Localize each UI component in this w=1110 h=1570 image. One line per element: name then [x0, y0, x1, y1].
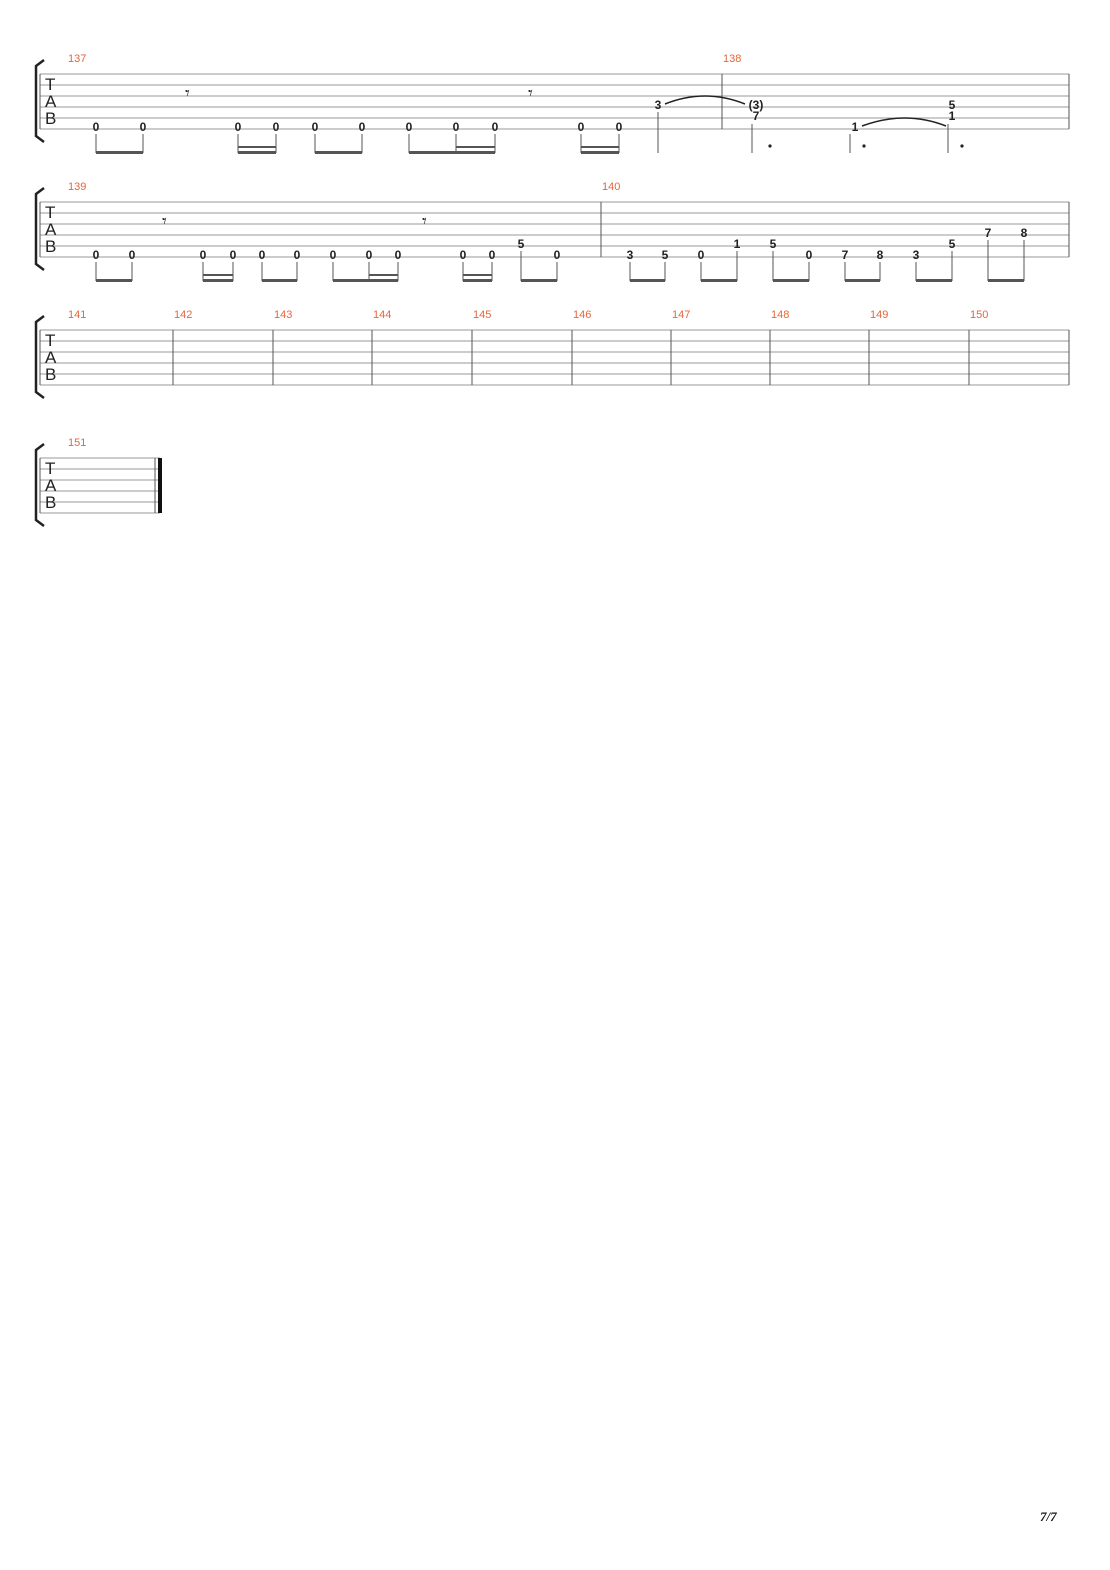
tab-clef-a: A — [45, 92, 57, 111]
tab-clef-t: T — [45, 75, 55, 94]
system-bracket — [34, 315, 45, 399]
measure-number: 138 — [723, 53, 741, 65]
fret-number: 0 — [492, 120, 499, 134]
fret-number: 0 — [395, 248, 402, 262]
measure-number: 146 — [573, 309, 591, 321]
staff-lines — [40, 201, 1069, 258]
dots — [768, 144, 964, 148]
fret-number: 0 — [359, 120, 366, 134]
tab-clef-b: B — [45, 365, 56, 384]
fret-number: 8 — [1021, 226, 1028, 240]
eighth-rest: 𝄾 — [185, 83, 190, 104]
system-1: T A B 137 138 0 0 0 0 0 0 0 0 0 0 0 3 (3… — [34, 53, 1070, 154]
eighth-rest: 𝄾 — [422, 211, 427, 232]
measure-number: 143 — [274, 309, 292, 321]
fret-number: 1 — [852, 120, 859, 134]
system-2: T A B 139 140 0 0 0 0 0 0 0 0 0 0 0 5 0 … — [34, 181, 1070, 282]
fret-number: 0 — [230, 248, 237, 262]
stems-and-beams — [95, 112, 949, 153]
tab-clef-b: B — [45, 493, 56, 512]
fret-number: 0 — [453, 120, 460, 134]
fret-number: 0 — [200, 248, 207, 262]
fret-number: 0 — [93, 248, 100, 262]
tie-arcs — [664, 95, 947, 127]
fret-number: 0 — [806, 248, 813, 262]
barlines — [39, 330, 1070, 385]
fret-number: 0 — [140, 120, 147, 134]
fret-number: 3 — [913, 248, 920, 262]
fret-number: 7 — [985, 226, 992, 240]
fret-number: 0 — [489, 248, 496, 262]
fret-number: 5 — [949, 98, 956, 112]
staff-lines — [40, 457, 160, 514]
fret-number: 5 — [949, 237, 956, 251]
system-3: T A B 141 142 143 144 145 146 147 148 14… — [34, 309, 1070, 399]
tab-clef-b: B — [45, 237, 56, 256]
fret-number: 5 — [518, 237, 525, 251]
fret-number: 0 — [259, 248, 266, 262]
measure-number: 148 — [771, 309, 789, 321]
system-bracket — [34, 443, 45, 527]
tab-clef-t: T — [45, 203, 55, 222]
fret-number: 0 — [312, 120, 319, 134]
measure-number: 137 — [68, 53, 86, 65]
fret-number: 0 — [294, 248, 301, 262]
staff-lines — [40, 329, 1069, 386]
fret-number: 0 — [406, 120, 413, 134]
fret-number: 0 — [460, 248, 467, 262]
measure-number: 142 — [174, 309, 192, 321]
measure-number: 145 — [473, 309, 491, 321]
fret-number: 0 — [330, 248, 337, 262]
measure-number: 150 — [970, 309, 988, 321]
staff-lines — [40, 73, 1069, 130]
tab-clef-a: A — [45, 220, 57, 239]
system-bracket — [34, 187, 45, 271]
beams — [96, 274, 1024, 282]
fret-number: 0 — [273, 120, 280, 134]
fret-number: 1 — [949, 109, 956, 123]
measure-number: 139 — [68, 181, 86, 193]
fret-number: 7 — [753, 109, 760, 123]
stems-and-beams — [95, 240, 1025, 281]
fret-number: 0 — [698, 248, 705, 262]
system-bracket — [34, 59, 45, 143]
fret-number: 3 — [627, 248, 634, 262]
eighth-rest: 𝄾 — [528, 83, 533, 104]
beams — [96, 146, 619, 154]
fret-number: 0 — [129, 248, 136, 262]
fret-number: 0 — [578, 120, 585, 134]
fret-number: 0 — [366, 248, 373, 262]
measure-number: 144 — [373, 309, 391, 321]
tab-clef-b: B — [45, 109, 56, 128]
fret-number: 0 — [235, 120, 242, 134]
fret-number: 8 — [877, 248, 884, 262]
measure-number: 147 — [672, 309, 690, 321]
fret-number: 0 — [93, 120, 100, 134]
final-barline-thick — [158, 458, 162, 513]
fret-number: 3 — [655, 98, 662, 112]
fret-number: 0 — [554, 248, 561, 262]
fret-number: 0 — [616, 120, 623, 134]
tab-clef-t: T — [45, 459, 55, 478]
measure-number: 149 — [870, 309, 888, 321]
fret-number: 1 — [734, 237, 741, 251]
tab-clef-a: A — [45, 476, 57, 495]
measure-number: 140 — [602, 181, 620, 193]
page-number: 7/7 — [1040, 1509, 1057, 1524]
eighth-rest: 𝄾 — [162, 211, 167, 232]
fret-number: (3) — [749, 98, 764, 112]
fret-number: 5 — [662, 248, 669, 262]
fret-number: 5 — [770, 237, 777, 251]
tab-clef-a: A — [45, 348, 57, 367]
measure-number: 141 — [68, 309, 86, 321]
measure-number: 151 — [68, 437, 86, 449]
tab-clef-t: T — [45, 331, 55, 350]
system-4: T A B 151 — [34, 437, 162, 527]
fret-number: 7 — [842, 248, 849, 262]
